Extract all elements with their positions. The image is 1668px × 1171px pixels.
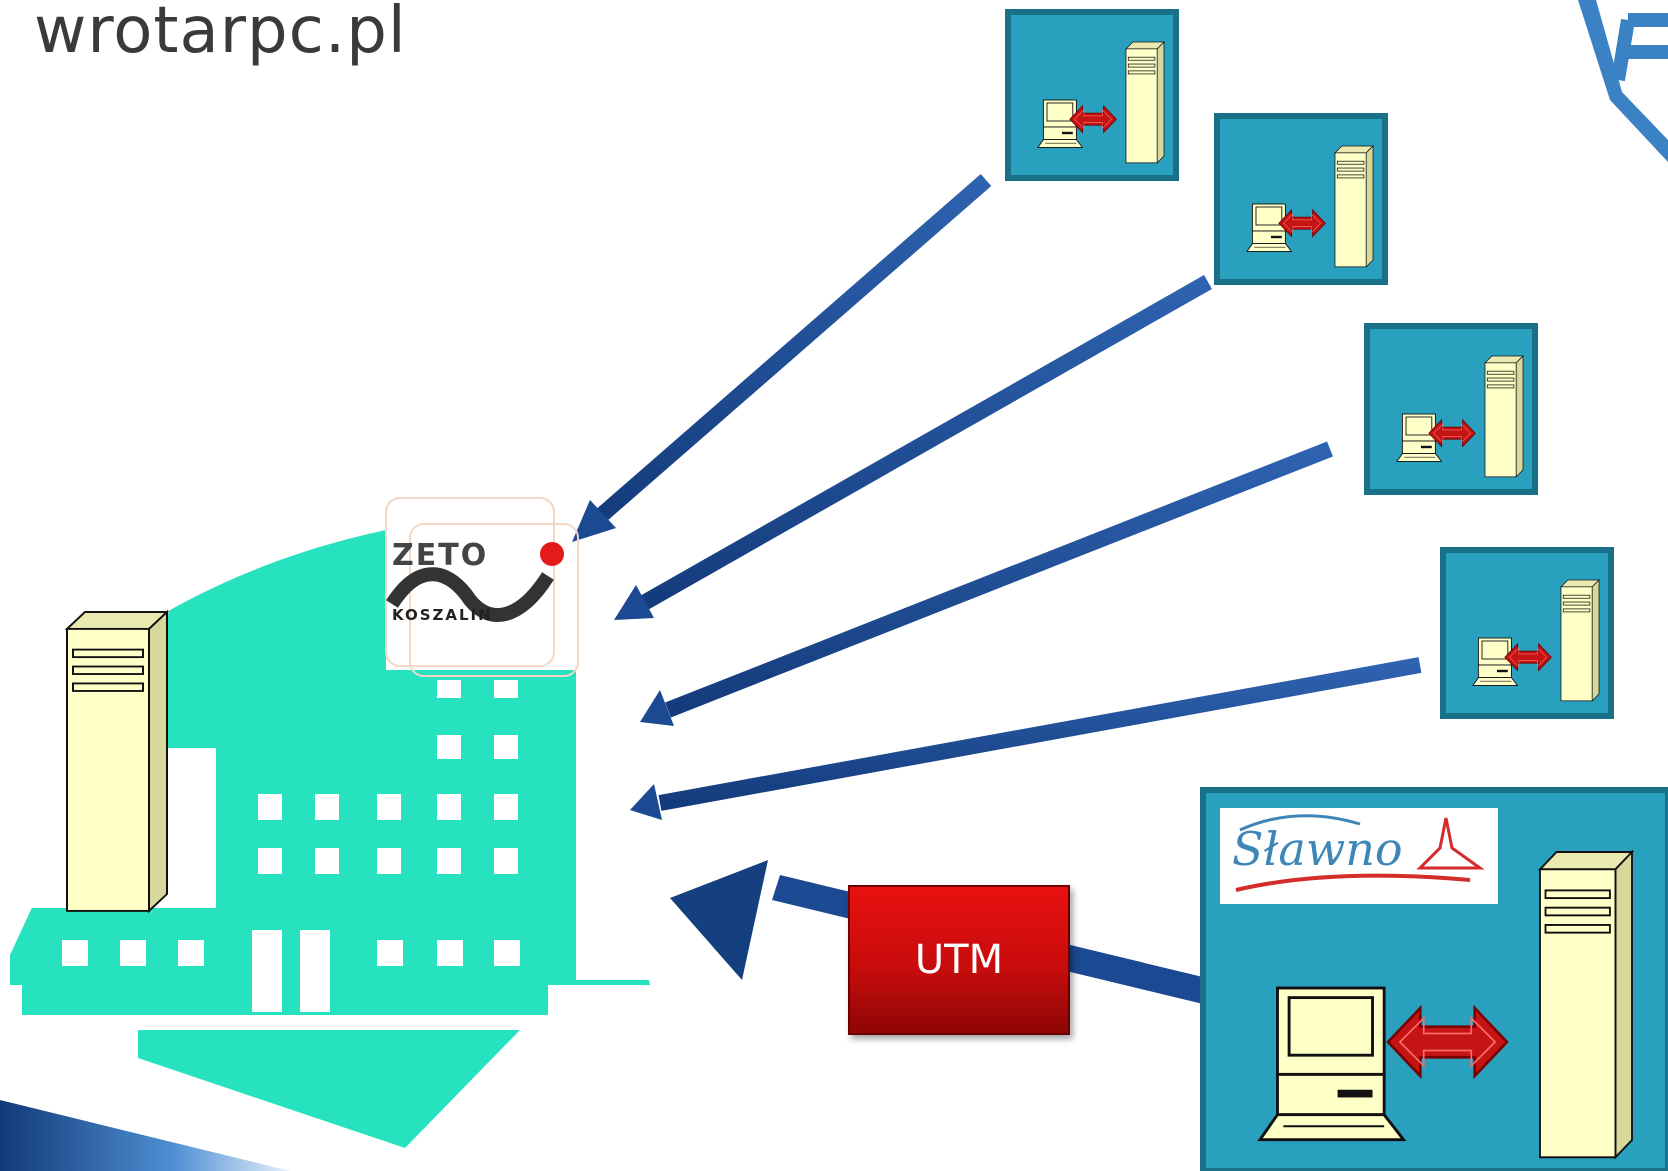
corner-decoration <box>0 1100 290 1171</box>
server-tower-icon <box>1539 851 1633 1159</box>
slawno-panel <box>1200 787 1668 1171</box>
zeto-logo-city: KOSZALIN <box>392 606 493 624</box>
office-building-icon <box>0 530 676 1148</box>
zeto-logo-word: ZETO <box>392 538 489 573</box>
zeto-logo: ZETO KOSZALIN <box>386 498 576 676</box>
connection-arrow <box>572 173 992 542</box>
slawno-logo-word: Sławno <box>1232 822 1403 876</box>
workstation-panel <box>1217 116 1385 282</box>
page-title: wrotarpc.pl <box>34 0 407 68</box>
desktop-computer-icon <box>1258 986 1406 1142</box>
utm-box: UTM <box>848 885 1070 1035</box>
utm-label: UTM <box>914 937 1004 983</box>
workstation-panel <box>1008 12 1176 178</box>
workstation-panel <box>1443 550 1611 716</box>
logo-fragment <box>1578 0 1668 162</box>
workstation-panel <box>1367 326 1535 492</box>
zeto-logo-frame <box>385 497 579 677</box>
connection-arrow <box>640 441 1333 726</box>
server-tower-icon <box>66 611 168 912</box>
connection-arrow <box>630 657 1422 820</box>
connection-arrow <box>614 275 1212 620</box>
